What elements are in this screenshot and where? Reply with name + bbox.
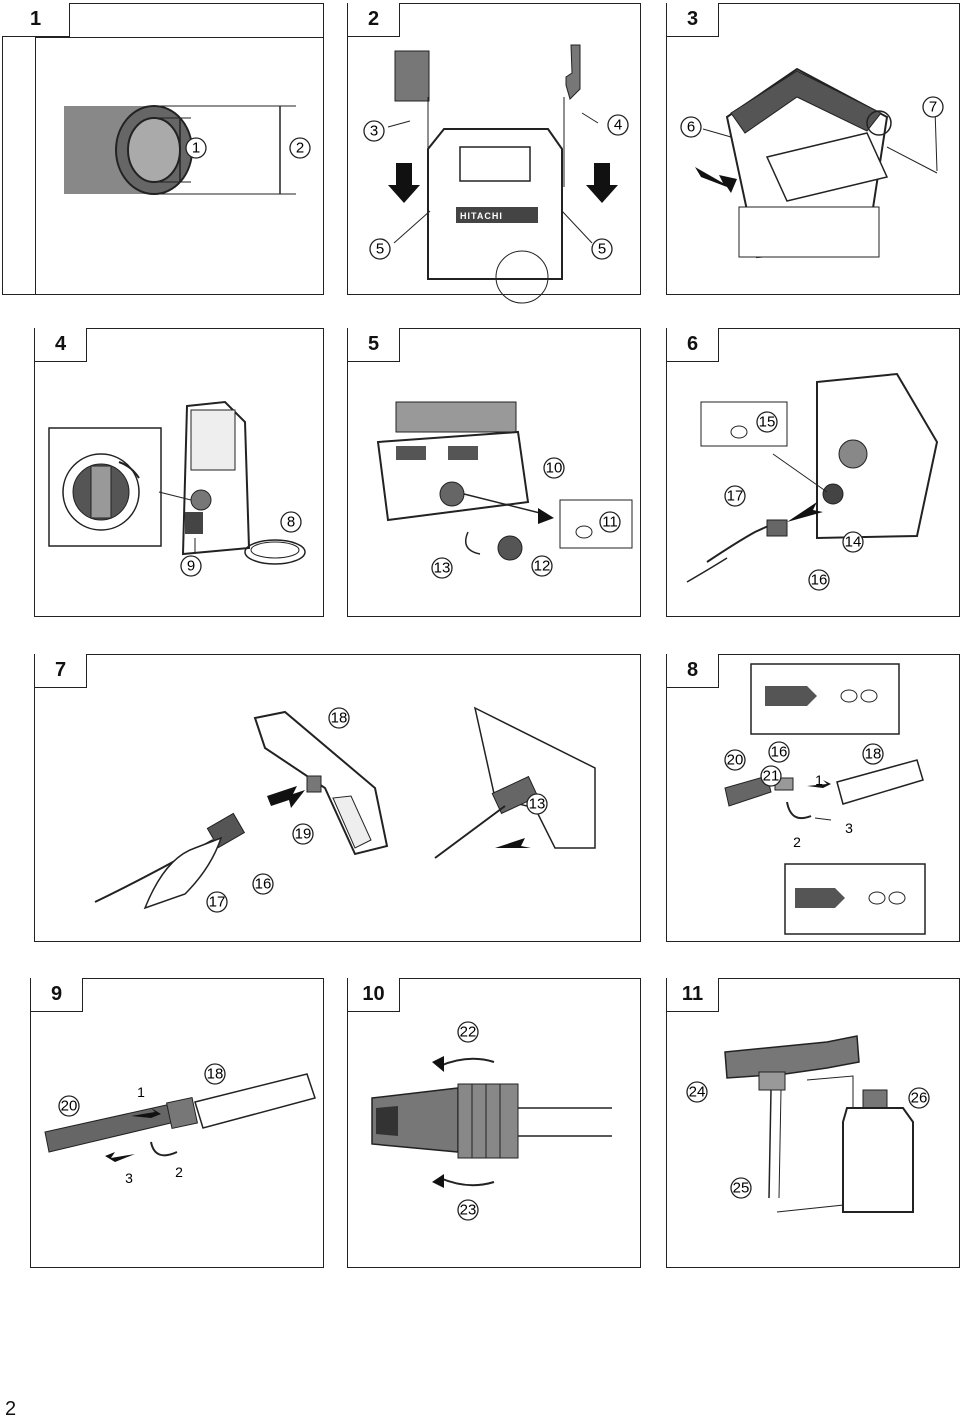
handle-screw-illustration xyxy=(680,67,944,259)
panel-number: 3 xyxy=(667,3,719,37)
panel-number: 7 xyxy=(35,654,87,688)
figure-panel-9: 9 18 20 1 2 3 xyxy=(30,978,324,1268)
spray-gun-hose-illustration xyxy=(94,706,596,913)
figure-panel-4: 4 8 9 xyxy=(34,328,324,617)
nozzle-adjustment-illustration xyxy=(371,1021,612,1221)
figure-panel-3: 3 6 7 xyxy=(666,3,960,295)
panel-number: 6 xyxy=(667,328,719,362)
handle-mounting-illustration: HITACHI xyxy=(363,44,629,304)
panel-number: 5 xyxy=(348,328,400,362)
coupling-steps-illustration xyxy=(724,663,926,935)
panel-number: 8 xyxy=(667,654,719,688)
panel-number: 11 xyxy=(667,978,719,1012)
figure-panel-10: 10 22 23 xyxy=(347,978,641,1268)
power-switch-illustration xyxy=(48,400,306,577)
quick-coupling-illustration xyxy=(44,1063,316,1162)
figure-panel-11: 11 24 25 26 xyxy=(666,978,960,1268)
figure-panel-1: 1 1 2 xyxy=(2,3,324,295)
water-inlet-illustration xyxy=(376,401,633,579)
panel-number: 9 xyxy=(31,978,83,1012)
figure-panel-8: 8 16 18 20 21 1 2 3 xyxy=(666,654,960,942)
figure-panel-7: 7 16 17 18 19 13 xyxy=(34,654,641,942)
figure-panel-2: 2 HITACHI 3 4 5 5 xyxy=(347,3,641,304)
figure-panel-6: 6 14 15 16 17 xyxy=(666,328,960,617)
panel-number: 2 xyxy=(348,3,400,37)
panel-number: 10 xyxy=(348,978,400,1012)
panel-number: 1 xyxy=(2,3,70,37)
panel-number: 4 xyxy=(35,328,87,362)
page-number: 2 xyxy=(5,1398,17,1420)
detergent-bottle-illustration xyxy=(686,1035,930,1213)
brand-logo: HITACHI xyxy=(460,211,503,221)
hose-diameter-illustration xyxy=(64,105,311,195)
hose-connection-illustration xyxy=(686,372,939,591)
figure-panel-5: 5 10 11 12 13 xyxy=(347,328,641,617)
